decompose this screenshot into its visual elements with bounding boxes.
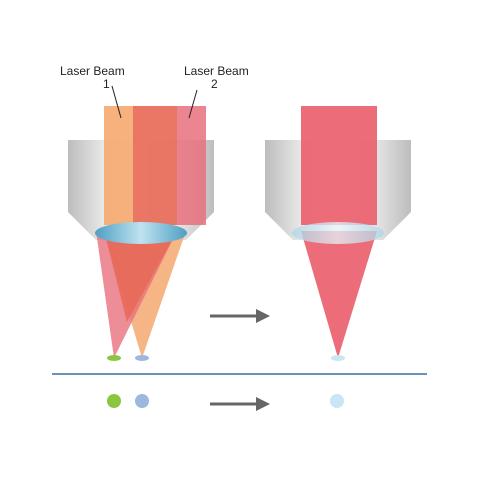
beam2-upper — [177, 106, 206, 225]
spot-dot-beam1 — [107, 394, 121, 408]
beam2-label: Laser Beam — [184, 64, 249, 78]
combined-beam-upper — [301, 106, 377, 225]
beam1-leader-line — [111, 85, 122, 119]
right-lens — [292, 222, 384, 244]
spot-dot-beam2 — [135, 394, 149, 408]
beam2-leader-line — [188, 89, 198, 119]
combined-beam-cone — [301, 231, 377, 358]
beam1-label: Laser Beam — [60, 64, 125, 78]
beam1-upper — [104, 106, 133, 225]
spot-combined — [331, 355, 345, 361]
spot-beam1 — [107, 355, 121, 361]
beam1-number: 1 — [103, 77, 110, 91]
right-assembly — [265, 106, 411, 361]
spot-beam2 — [135, 355, 149, 361]
beam-overlap-upper — [133, 106, 177, 225]
spot-dot-combined — [330, 394, 344, 408]
left-assembly — [68, 85, 214, 361]
left-lens — [95, 222, 187, 244]
arrow-right-lower — [210, 397, 270, 411]
beam2-number: 2 — [211, 77, 218, 91]
arrow-right-upper — [210, 309, 270, 323]
beam-overlap-cone — [104, 231, 177, 322]
